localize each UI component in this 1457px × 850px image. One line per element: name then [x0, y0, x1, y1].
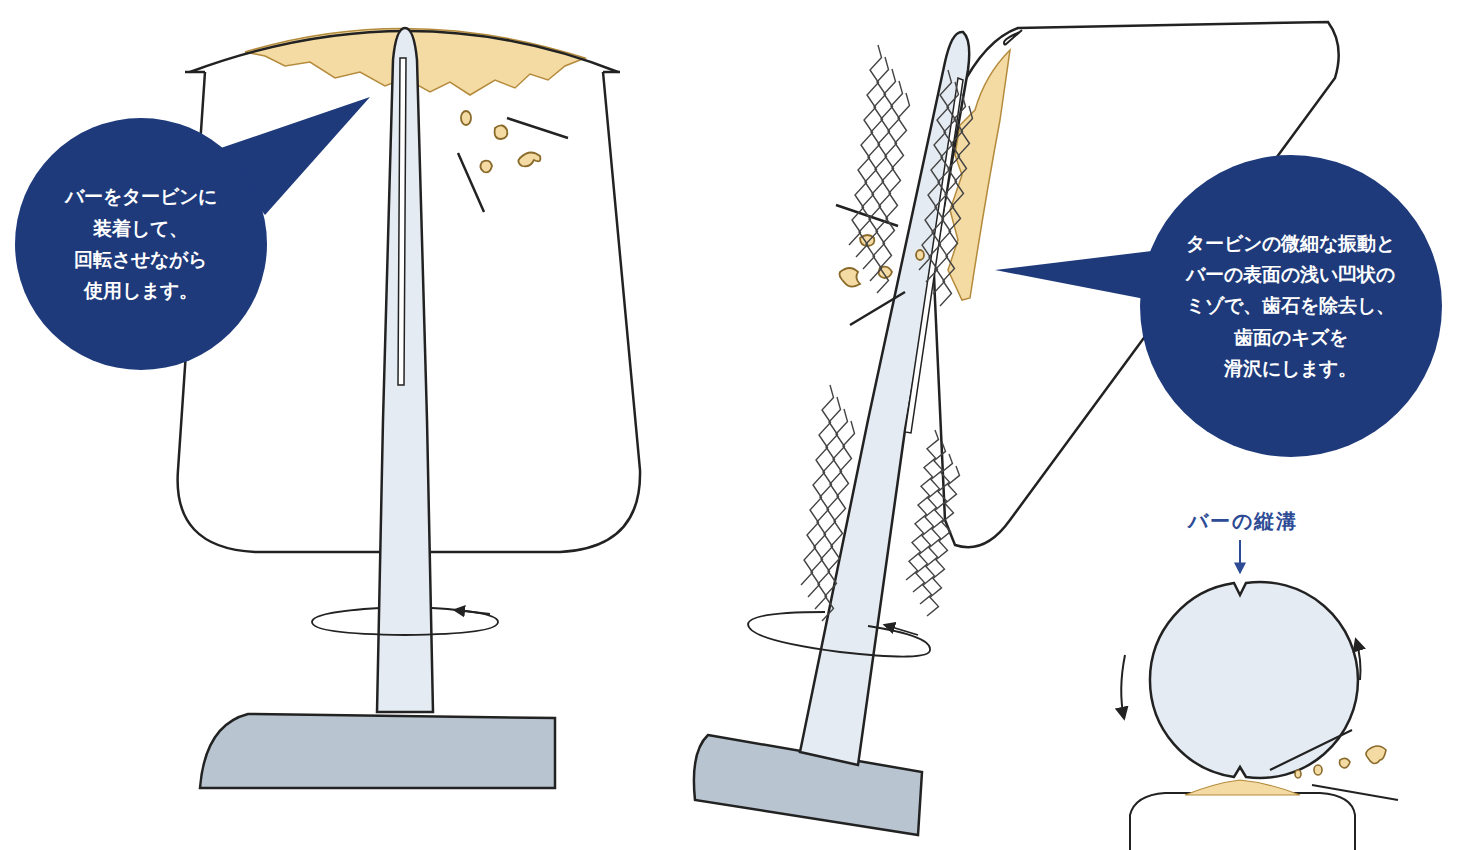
- vibration-line: [863, 69, 896, 269]
- vibration-line: [926, 82, 959, 282]
- vibration-line: [801, 385, 834, 585]
- bur-cross-section: [1121, 540, 1398, 850]
- callout-text: タービンの微細な振動と バーの表面の浅い凹状の ミゾで、歯石を除去し、 歯面のキ…: [1181, 228, 1401, 385]
- vibration-line: [933, 94, 966, 294]
- motion-lines: [458, 118, 568, 212]
- vibration-line: [849, 45, 882, 245]
- part-label: バーの縦溝: [1188, 508, 1298, 535]
- vibration-lines: [801, 45, 973, 621]
- callout-circle: タービンの微細な振動と バーの表面の浅い凹状の ミゾで、歯石を除去し、 歯面のキ…: [1140, 155, 1442, 457]
- callout-circle: バーをタービンに 装着して、 回転させながら 使用します。: [15, 118, 267, 370]
- callout-pointer: [995, 250, 1160, 300]
- calculus-debris: [840, 235, 925, 287]
- bur-middle: [694, 32, 969, 835]
- callout-text: バーをタービンに 装着して、 回転させながら 使用します。: [54, 181, 229, 306]
- vibration-line: [877, 93, 910, 293]
- bur-left: [200, 28, 555, 788]
- vibration-line: [856, 57, 889, 257]
- circle-shape: [15, 118, 267, 370]
- vibration-line: [927, 466, 960, 616]
- motion-lines: [836, 205, 905, 325]
- vibration-line: [808, 397, 841, 597]
- vibration-line: [822, 421, 855, 621]
- calculus-debris: [461, 111, 540, 172]
- vibration-line: [870, 81, 903, 281]
- vibration-line: [919, 70, 952, 270]
- vibration-line: [815, 409, 848, 609]
- vibration-line: [940, 106, 973, 306]
